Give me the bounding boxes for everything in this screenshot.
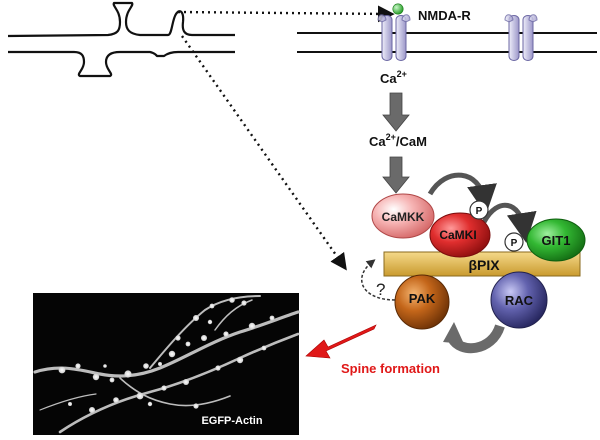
camkk-node	[371, 193, 435, 239]
plasma-membrane	[297, 32, 597, 53]
calcium-label: Ca2+	[380, 69, 407, 86]
rac-to-pak-arrowhead	[443, 322, 464, 344]
calcium-label-sup: 2+	[397, 69, 407, 79]
calcium-cam-label-sup: 2+	[386, 132, 396, 142]
phosphorylation-arrow-2	[481, 202, 537, 243]
calcium-label-base: Ca	[380, 71, 397, 86]
git1-label: GIT1	[542, 233, 571, 248]
signal-arrow-2	[382, 156, 410, 194]
camki-node	[429, 212, 491, 258]
calcium-cam-label: Ca2+/CaM	[369, 132, 427, 149]
pak-label: PAK	[409, 291, 436, 306]
rac-node	[490, 271, 548, 329]
egfp-actin-micrograph: EGFP-Actin	[33, 293, 300, 435]
pak-node	[394, 274, 450, 330]
receptor-label: NMDA-R	[418, 8, 471, 23]
git1-node	[526, 218, 586, 262]
signal-arrow-1	[382, 92, 410, 132]
unknown-feedback-arrow	[361, 259, 396, 301]
unknown-label: ?	[376, 280, 385, 299]
calcium-cam-label-suffix: /CaM	[396, 134, 427, 149]
zoom-arrow-complex	[181, 35, 347, 271]
glutamate-ligand	[392, 3, 404, 15]
outcome-label: Spine formation	[341, 361, 440, 376]
rac-label: RAC	[505, 293, 534, 308]
phospho-2-label: P	[511, 238, 518, 249]
phospho-2-icon	[504, 232, 524, 252]
outcome-arrow	[305, 324, 377, 359]
phospho-1-label: P	[476, 206, 483, 217]
phospho-1-icon	[469, 200, 489, 220]
phosphorylation-arrow-1	[427, 172, 497, 215]
dendrite-outline	[7, 1, 235, 78]
micrograph-label: EGFP-Actin	[201, 415, 262, 427]
camkk-label: CaMKK	[382, 210, 425, 224]
calcium-cam-label-base: Ca	[369, 134, 386, 149]
nmda-receptor-icon	[377, 14, 411, 61]
nmda-receptor-2-icon	[504, 14, 538, 61]
camki-label: CaMKI	[439, 228, 476, 242]
zoom-arrow-receptor	[177, 5, 395, 23]
bpix-label: βPIX	[468, 257, 500, 273]
